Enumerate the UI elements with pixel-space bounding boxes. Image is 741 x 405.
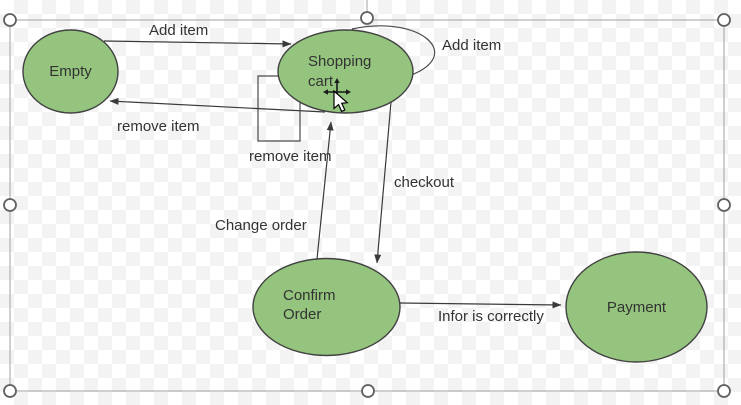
edge-remove-item-self-loop[interactable] — [257, 75, 301, 142]
selection-handle-ne[interactable] — [717, 13, 731, 27]
state-confirm-order-label-line2: Order — [283, 306, 322, 323]
state-payment[interactable] — [565, 251, 708, 363]
state-empty[interactable] — [22, 29, 119, 114]
edge-checkout[interactable] — [374, 101, 392, 264]
edge-add-item-label[interactable]: Add item — [149, 22, 209, 39]
edge-add-item-self-loop[interactable] — [351, 25, 436, 78]
selection-handle-sw[interactable] — [3, 384, 17, 398]
mouse-cursor — [323, 78, 351, 113]
state-confirm-order-label-line1: Confirm — [283, 287, 336, 304]
state-shopping-cart[interactable] — [277, 29, 414, 114]
edge-confirm-to-payment-label[interactable]: Infor is correctly — [438, 308, 544, 325]
state-confirm-order[interactable] — [252, 257, 401, 357]
state-shopping-cart-label-line1: Shopping — [308, 53, 372, 70]
edge-add-item-self-loop-label[interactable]: Add item — [442, 37, 502, 54]
state-payment-label[interactable]: Payment — [606, 298, 667, 316]
selection-handle-nw[interactable] — [3, 13, 17, 27]
state-shopping-cart-label-line2: cart — [308, 73, 334, 90]
state-shopping-cart-label[interactable]: Shopping cart — [308, 52, 371, 92]
state-empty-label[interactable]: Empty — [49, 63, 92, 80]
edge-confirm-to-payment[interactable] — [399, 301, 562, 309]
edge-remove-item-label[interactable]: remove item — [117, 118, 200, 135]
edge-add-item[interactable] — [103, 40, 292, 48]
selection-handle-s[interactable] — [361, 384, 375, 398]
edge-checkout-label[interactable]: checkout — [394, 174, 455, 191]
selection-handle-e[interactable] — [717, 198, 731, 212]
selection-handle-n[interactable] — [360, 11, 374, 25]
pointer-arrow-icon — [333, 89, 349, 113]
state-confirm-order-label[interactable]: Confirm Order — [283, 286, 336, 324]
selection-handle-se[interactable] — [717, 384, 731, 398]
selection-handle-w[interactable] — [3, 198, 17, 212]
edge-remove-item-self-loop-label[interactable]: remove item — [249, 148, 332, 165]
edge-change-order[interactable] — [316, 121, 334, 260]
edge-remove-item[interactable] — [109, 97, 326, 113]
edge-change-order-label[interactable]: Change order — [215, 217, 307, 234]
